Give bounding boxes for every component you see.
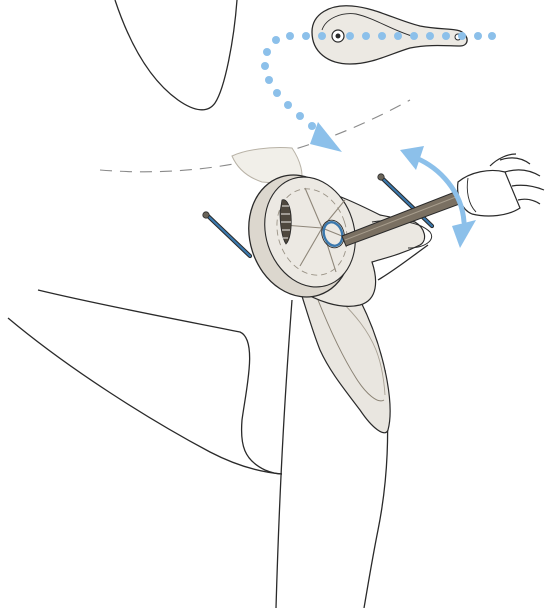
leg-outline-left — [276, 300, 292, 608]
body-outline-upper — [115, 0, 237, 110]
bracket-arm — [300, 288, 390, 432]
left-pin — [203, 212, 250, 256]
body-outline-left — [38, 290, 282, 474]
body-outline-left-lower — [8, 318, 282, 474]
